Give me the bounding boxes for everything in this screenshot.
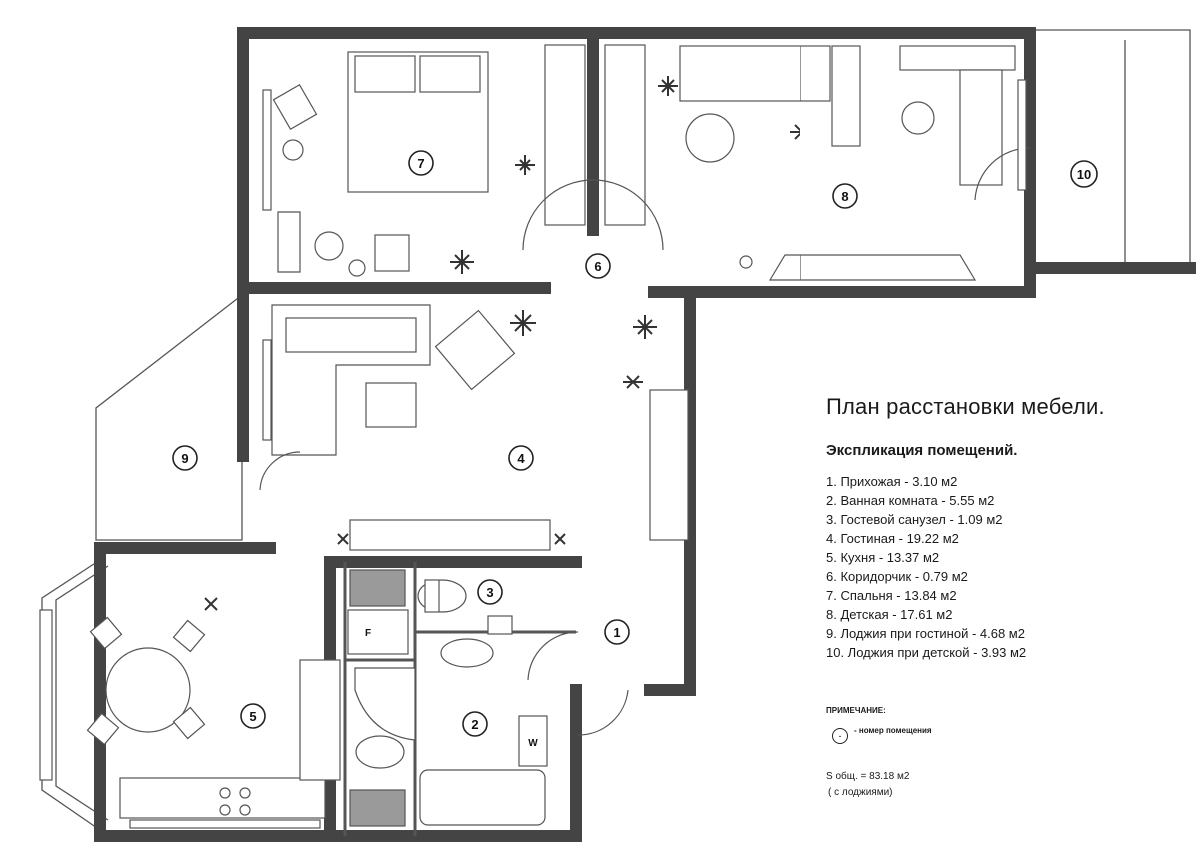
explication-item: 9. Лоджия при гостиной - 4.68 м2 — [826, 626, 1025, 641]
total-area-note: ( с лоджиями) — [828, 787, 893, 798]
walls — [94, 27, 800, 842]
room-marker-9 — [172, 445, 198, 471]
note-description: - номер помещения — [854, 726, 932, 735]
explication-item: 6. Коридорчик - 0.79 м2 — [826, 569, 968, 584]
room-label-9: 9 — [181, 451, 188, 466]
explication-item: 2. Ванная комната - 5.55 м2 — [826, 493, 995, 508]
explication-item: 8. Детская - 17.61 м2 — [826, 607, 953, 622]
room-marker-2 — [462, 711, 488, 737]
plan-right-part: 8 10 — [800, 27, 1196, 298]
room-marker-example: - — [832, 728, 848, 744]
plants — [204, 76, 800, 611]
total-area: S общ. = 83.18 м2 — [826, 771, 910, 782]
washer-label: W — [528, 738, 538, 749]
room-marker-4 — [508, 445, 534, 471]
explication-item: 3. Гостевой санузел - 1.09 м2 — [826, 512, 1003, 527]
floor-plan: 1 2 3 4 5 6 7 8 9 10 F W — [39, 27, 800, 842]
dining-table — [105, 647, 191, 733]
room-label-2: 2 — [471, 717, 478, 732]
room-marker-5 — [240, 703, 266, 729]
room-label-10-right: 10 — [1077, 167, 1091, 182]
fridge-label: F — [365, 628, 371, 639]
room-label-8-right: 8 — [841, 189, 848, 204]
explication-item: 4. Гостиная - 19.22 м2 — [826, 531, 959, 546]
room-label-4: 4 — [517, 451, 525, 466]
explication-item: 5. Кухня - 13.37 м2 — [826, 550, 940, 565]
room-label-1: 1 — [613, 625, 620, 640]
explication-heading: Экспликация помещений. — [826, 442, 1018, 459]
explication-item: 7. Спальня - 13.84 м2 — [826, 588, 957, 603]
room-label-5: 5 — [249, 709, 256, 724]
room-marker-3 — [477, 579, 503, 605]
room-marker-1 — [604, 619, 630, 645]
explication-item: 10. Лоджия при детской - 3.93 м2 — [826, 645, 1027, 660]
note-heading: ПРИМЕЧАНИЕ: — [826, 706, 886, 715]
room-marker-6 — [585, 253, 611, 279]
room-label-6: 6 — [594, 259, 601, 274]
explication-item: 1. Прихожая - 3.10 м2 — [826, 474, 958, 489]
loggia-9-outline — [95, 293, 243, 541]
room-label-3: 3 — [486, 585, 493, 600]
explication-list: 1. Прихожая - 3.10 м2 2. Ванная комната … — [826, 472, 1026, 662]
room-marker-7 — [408, 150, 434, 176]
plan-title: План расстановки мебели. — [826, 394, 1105, 419]
room-label-7: 7 — [417, 156, 424, 171]
